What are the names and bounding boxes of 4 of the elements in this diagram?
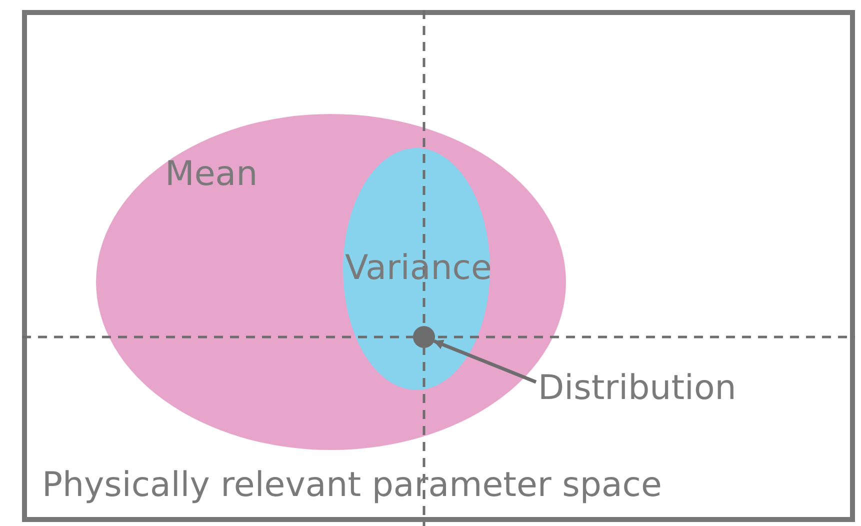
- frame-caption: Physically relevant parameter space: [42, 465, 662, 505]
- callout-label: Distribution: [538, 368, 736, 408]
- parameter-space-frame: [22, 10, 855, 522]
- region-label: Mean: [165, 154, 258, 194]
